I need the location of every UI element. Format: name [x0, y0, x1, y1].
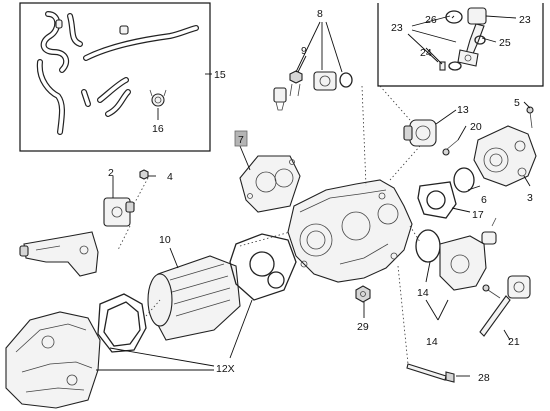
gasket-12x-large	[229, 233, 297, 301]
nut-29	[355, 285, 371, 303]
gasket-plate-7	[239, 155, 301, 213]
hose-set	[36, 11, 199, 135]
lower-housing	[5, 311, 101, 409]
bracket-2	[103, 197, 135, 227]
callout-4: 4	[167, 171, 173, 183]
gasket-12x-small	[97, 293, 147, 353]
callout-3: 3	[527, 192, 533, 204]
bolt-9	[289, 70, 303, 97]
callout-23-left: 23	[391, 22, 403, 34]
main-housing	[287, 179, 413, 283]
nut-4	[139, 169, 149, 180]
o-ring-6	[453, 167, 475, 193]
coolant-pipe-assembly	[439, 7, 487, 71]
callout-14-lower: 14	[426, 336, 438, 348]
callout-7-highlight	[234, 130, 248, 147]
flange-pipe-8	[313, 71, 353, 91]
bolt-14	[482, 284, 501, 299]
hose-kit-inset-frame	[19, 2, 211, 152]
mounting-bracket	[19, 231, 99, 277]
stud-20	[442, 139, 459, 156]
callout-9: 9	[301, 45, 307, 57]
callout-2: 2	[108, 167, 114, 179]
bolt-5	[526, 106, 534, 129]
sensor-probe-21	[479, 275, 531, 337]
callout-7: 7	[238, 134, 244, 146]
callout-26: 26	[425, 14, 437, 26]
callout-23-right: 23	[519, 14, 531, 26]
callout-28: 28	[478, 372, 490, 384]
thermostat-pipe-inset-frame	[377, 3, 544, 87]
callout-8: 8	[317, 8, 323, 20]
callout-17: 17	[472, 209, 484, 221]
callout-24: 24	[420, 47, 432, 59]
callout-5: 5	[514, 97, 520, 109]
callout-10: 10	[159, 234, 171, 246]
callout-6: 6	[481, 194, 487, 206]
callout-25: 25	[499, 37, 511, 49]
callout-15: 15	[214, 69, 226, 81]
sensor	[273, 87, 287, 111]
callout-29: 29	[357, 321, 369, 333]
callout-14-upper: 14	[417, 287, 429, 299]
callout-13: 13	[457, 104, 469, 116]
fitting-13	[403, 119, 437, 147]
callout-16: 16	[152, 123, 164, 135]
gasket-17	[417, 181, 457, 219]
alignment-dotted-lines	[117, 85, 421, 365]
thermostat-housing-3	[473, 125, 537, 187]
callout-12x: 12X	[216, 363, 235, 375]
cooler-module-10	[147, 255, 241, 341]
leader-lines	[96, 15, 531, 377]
hose-clip	[149, 89, 167, 107]
callout-21: 21	[508, 336, 520, 348]
outlet-housing-14	[415, 217, 497, 291]
bolt-28	[406, 363, 455, 383]
callout-20: 20	[470, 121, 482, 133]
